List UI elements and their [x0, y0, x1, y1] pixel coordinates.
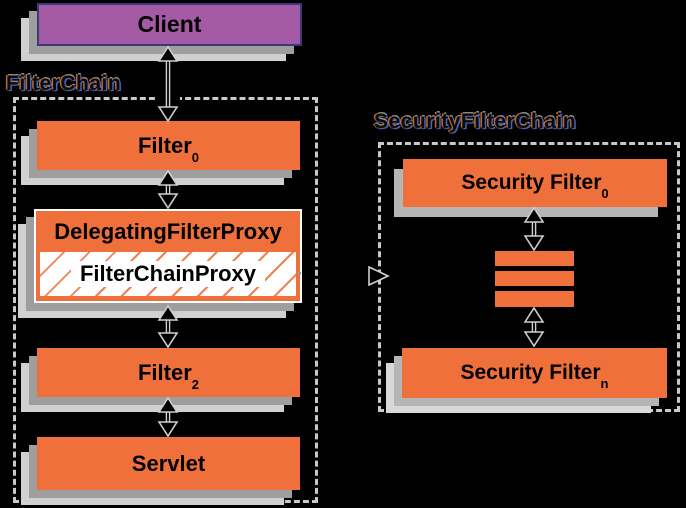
filter0-subscript: 0 — [191, 149, 200, 165]
client-box: Client — [37, 3, 302, 46]
security-filter0-subscript: 0 — [601, 186, 609, 202]
servlet-label: Servlet — [131, 450, 206, 476]
filter-chain-proxy-label: FilterChainProxy — [70, 260, 266, 288]
servlet-box: Servlet — [37, 437, 300, 490]
filter0-box: Filter0 — [37, 121, 300, 170]
filter2-label-text: Filter — [137, 359, 192, 385]
delegating-filter-proxy-label: DelegatingFilterProxy — [54, 219, 282, 244]
security-filter-ellipsis-bar — [495, 251, 574, 266]
filter2-label: Filter2 — [137, 359, 199, 391]
filter2-subscript: 2 — [191, 376, 200, 392]
filter0-label: Filter0 — [137, 132, 199, 164]
security-filtern-label-text: Security Filter — [460, 361, 601, 384]
securityfilterchain-title: SecurityFilterChain — [374, 110, 577, 133]
security-filter-ellipsis-bar — [495, 291, 574, 307]
client-label: Client — [137, 11, 202, 37]
filter2-box: Filter2 — [37, 348, 300, 397]
security-filter-ellipsis-bar — [495, 271, 574, 286]
security-filter0-label-text: Security Filter — [461, 171, 602, 194]
security-filtern-box: Security Filtern — [402, 348, 667, 398]
delegating-filter-proxy-box: DelegatingFilterProxy FilterChainProxy — [34, 209, 302, 303]
filterchain-title: FilterChain — [6, 72, 122, 95]
filter-chain-proxy-box: FilterChainProxy — [40, 252, 296, 296]
security-filter0-label: Security Filter0 — [461, 171, 608, 200]
security-filter0-box: Security Filter0 — [403, 159, 667, 207]
security-filtern-label: Security Filtern — [460, 361, 608, 390]
filter0-label-text: Filter — [137, 132, 192, 158]
security-filtern-subscript: n — [600, 376, 609, 392]
